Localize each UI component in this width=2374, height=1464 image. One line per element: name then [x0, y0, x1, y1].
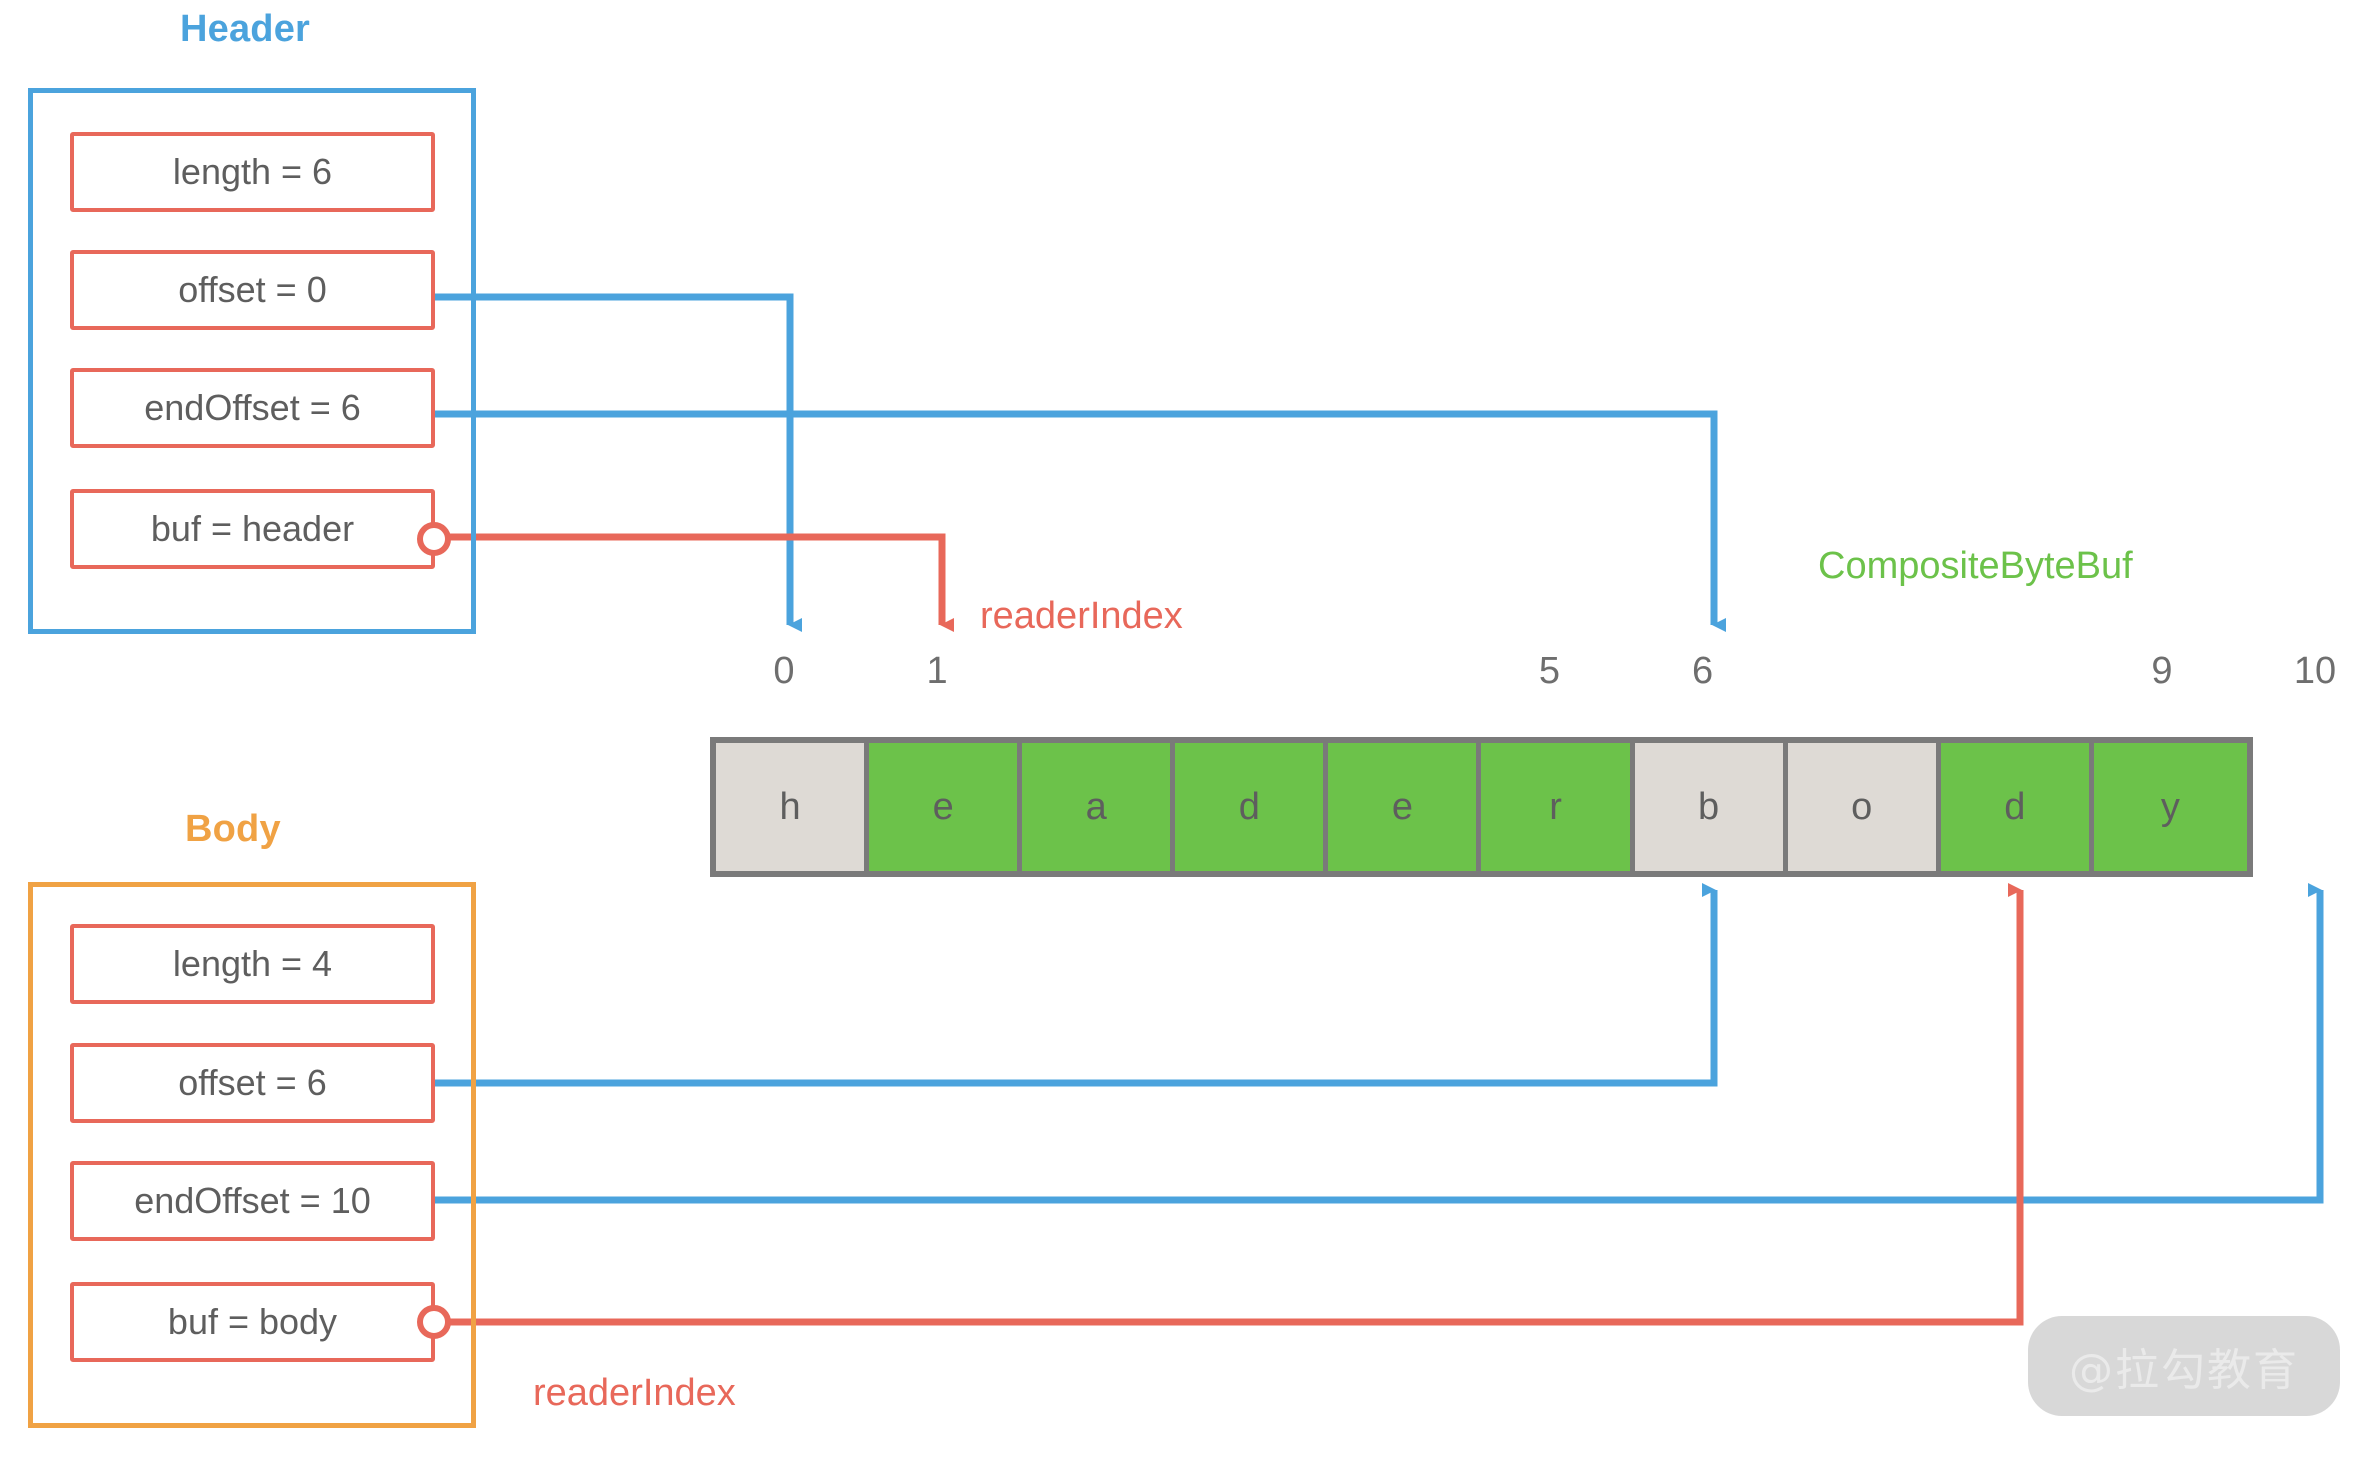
watermark-badge: @拉勾教育: [2028, 1316, 2340, 1416]
byte-cell-8: d: [1940, 743, 2094, 871]
wire-body-buf-to-readerindex: [440, 883, 2024, 1326]
body-buf-pointer-icon: [417, 1305, 451, 1339]
header-field-length: length = 6: [70, 132, 435, 212]
index-tick-6: 6: [1692, 650, 1714, 692]
index-tick-9: 9: [2151, 650, 2173, 692]
reader-index-label-top: readerIndex: [980, 595, 1183, 637]
index-tick-1: 1: [926, 650, 948, 692]
index-tick-0: 0: [773, 650, 795, 692]
wire-body-endoffset-to-index10: [432, 883, 2324, 1204]
byte-cell-9: y: [2093, 743, 2247, 871]
wire-header-buf-to-readerindex: [432, 533, 954, 632]
body-group-title: Body: [185, 808, 281, 850]
byte-cell-2: a: [1022, 743, 1176, 871]
header-group-panel: [28, 88, 476, 634]
index-tick-5: 5: [1538, 650, 1561, 692]
header-field-endoffset: endOffset = 6: [70, 368, 435, 448]
byte-cell-5: r: [1481, 743, 1635, 871]
body-field-length: length = 4: [70, 924, 435, 1004]
body-field-endoffset: endOffset = 10: [70, 1161, 435, 1241]
header-group-title: Header: [180, 8, 311, 50]
header-field-buf: buf = header: [70, 489, 435, 569]
wire-body-offset-to-index6: [432, 883, 1718, 1087]
body-field-buf: buf = body: [70, 1282, 435, 1362]
byte-cell-7: o: [1787, 743, 1941, 871]
byte-cell-3: d: [1175, 743, 1329, 871]
byte-cell-4: e: [1328, 743, 1482, 871]
header-field-offset: offset = 0: [70, 250, 435, 330]
index-tick-10: 10: [2293, 650, 2337, 692]
header-buf-pointer-icon: [417, 522, 451, 556]
byte-cell-1: e: [869, 743, 1023, 871]
body-group-panel: [28, 882, 476, 1428]
wire-header-endoffset-to-index6: [432, 410, 1726, 632]
byte-cell-0: h: [716, 743, 870, 871]
byte-cell-6: b: [1634, 743, 1788, 871]
composite-bytebuf-label: CompositeByteBuf: [1818, 545, 2133, 587]
body-field-offset: offset = 6: [70, 1043, 435, 1123]
reader-index-label-bottom: readerIndex: [533, 1372, 736, 1414]
wire-header-offset-to-index0: [432, 293, 802, 632]
